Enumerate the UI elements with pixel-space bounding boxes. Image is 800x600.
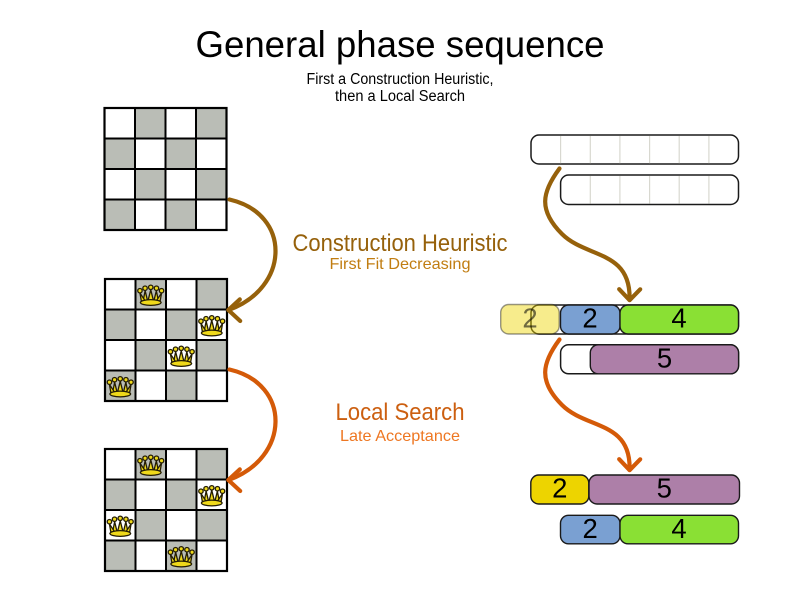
svg-text:4: 4 <box>671 513 686 544</box>
svg-text:Local Search: Local Search <box>336 399 465 426</box>
svg-text:5: 5 <box>657 342 672 373</box>
svg-text:then a Local Search: then a Local Search <box>335 88 465 105</box>
svg-text:First a Construction Heuristic: First a Construction Heuristic, <box>307 71 494 88</box>
svg-text:2: 2 <box>582 303 597 334</box>
svg-text:First Fit Decreasing: First Fit Decreasing <box>330 256 471 273</box>
svg-text:4: 4 <box>671 303 686 334</box>
svg-text:General phase sequence: General phase sequence <box>196 24 605 65</box>
svg-text:Late Acceptance: Late Acceptance <box>340 428 460 445</box>
svg-text:2: 2 <box>583 513 598 544</box>
svg-text:2: 2 <box>522 303 537 334</box>
svg-text:Construction Heuristic: Construction Heuristic <box>293 230 508 257</box>
svg-text:2: 2 <box>552 473 567 504</box>
svg-text:5: 5 <box>657 473 672 504</box>
